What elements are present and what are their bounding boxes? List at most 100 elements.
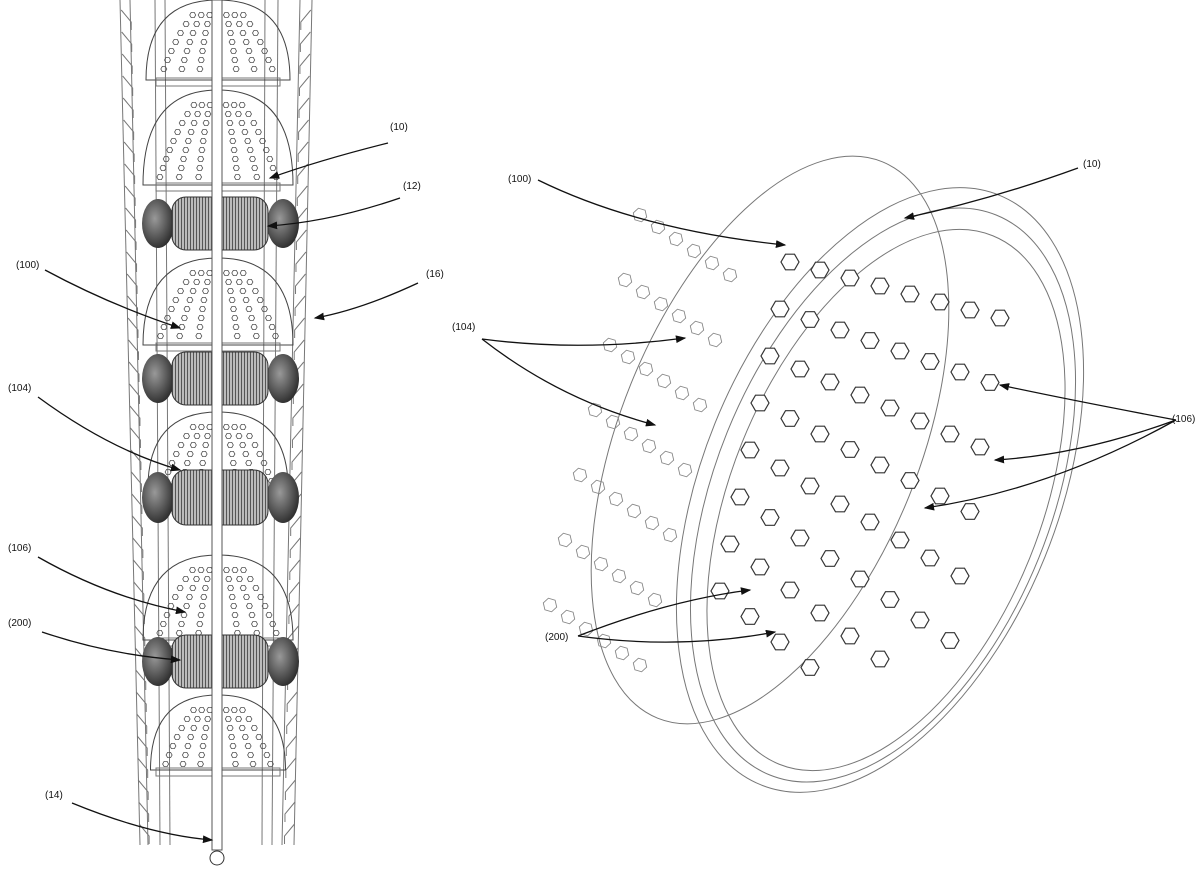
outer-hex-hole	[662, 527, 678, 543]
hex-hole	[182, 146, 190, 154]
hex-hole	[227, 287, 234, 295]
hex-hole	[180, 612, 188, 618]
inner-hex-hole	[800, 477, 820, 495]
hex-hole	[182, 20, 190, 28]
inner-hex-hole	[890, 531, 910, 549]
label-ref-10-right: (10)	[1083, 159, 1101, 170]
frame-slat	[125, 229, 137, 250]
frame-slat	[296, 185, 308, 206]
hex-hole	[176, 332, 184, 340]
frame-slat	[294, 317, 306, 338]
hex-hole	[265, 57, 272, 63]
hex-hole	[231, 11, 239, 19]
hex-hole	[232, 761, 239, 767]
outer-hex-hole	[656, 373, 672, 389]
hex-hole	[231, 155, 239, 163]
hex-hole	[178, 66, 186, 72]
frame-rail	[293, 0, 313, 846]
inner-hex-hole	[990, 309, 1010, 327]
frame-slat	[133, 581, 145, 602]
frame-slat	[122, 75, 134, 96]
capsule-end	[267, 199, 299, 248]
hex-hole	[250, 120, 258, 126]
frame-slat	[134, 625, 146, 646]
inner-hex-hole	[710, 582, 730, 600]
hex-hole	[232, 66, 240, 72]
inner-hex-hole	[790, 360, 810, 378]
outer-hex-hole	[629, 580, 645, 596]
inner-hex-hole	[880, 399, 900, 417]
hex-hole	[225, 20, 233, 28]
inner-hex-hole	[750, 394, 770, 412]
hex-hole	[199, 305, 206, 313]
hex-hole	[189, 29, 197, 36]
hex-hole	[244, 137, 252, 145]
frame-slat	[293, 339, 305, 360]
frame-slat	[285, 735, 297, 756]
hex-hole	[177, 164, 185, 172]
frame-slat	[128, 339, 139, 360]
hex-hole	[227, 29, 234, 36]
frame-slat	[299, 53, 311, 74]
hex-hole	[168, 305, 175, 313]
hex-hole	[228, 128, 235, 136]
hex-hole	[254, 128, 262, 136]
hex-hole	[189, 269, 197, 277]
outer-hex-hole	[560, 609, 576, 625]
hex-hole	[250, 323, 258, 331]
hex-hole	[225, 432, 232, 440]
hex-hole	[156, 630, 164, 636]
hex-hole	[242, 450, 250, 458]
hex-hole	[204, 716, 212, 722]
hex-hole	[190, 707, 197, 713]
frame-rail	[261, 0, 266, 846]
hex-hole	[245, 48, 253, 54]
hex-hole	[230, 146, 238, 154]
hex-hole	[197, 57, 205, 63]
inner-hex-hole	[810, 261, 830, 279]
outer-hex-hole	[605, 414, 621, 430]
inner-hex-hole	[840, 627, 860, 645]
hex-hole	[196, 621, 204, 627]
hex-hole	[264, 468, 272, 476]
hex-hole	[224, 716, 232, 722]
hex-hole	[222, 269, 230, 277]
inner-hex-hole	[940, 632, 960, 649]
hex-hole	[259, 743, 267, 749]
inner-hex-hole	[880, 591, 900, 608]
label-ref-14: (14)	[45, 790, 63, 801]
inner-hex-hole	[770, 300, 790, 318]
hex-hole	[196, 164, 204, 172]
inner-hex-hole	[870, 456, 890, 474]
frame-slat	[286, 691, 298, 712]
frame-rail	[271, 0, 279, 846]
hex-hole	[206, 269, 214, 277]
hex-hole	[197, 612, 205, 618]
frame-slat	[288, 603, 300, 624]
hex-hole	[228, 594, 236, 600]
inner-hex-hole	[760, 347, 780, 365]
hex-hole	[230, 305, 237, 313]
hex-hole	[230, 752, 238, 758]
inner-hex-hole	[970, 438, 990, 456]
hex-hole	[202, 287, 209, 295]
frame-slat	[130, 471, 142, 492]
right-leaders	[481, 167, 1177, 643]
hex-hole	[259, 137, 266, 145]
hex-hole	[178, 120, 186, 126]
hex-hole	[228, 296, 236, 304]
frame-slat	[135, 669, 147, 690]
hex-hole	[181, 752, 189, 758]
hex-hole	[245, 459, 253, 467]
frame-slat	[126, 251, 138, 272]
hex-hole	[193, 20, 201, 28]
hex-hole	[268, 66, 276, 72]
hex-hole	[198, 603, 206, 609]
central-rod	[211, 0, 223, 851]
hex-hole	[256, 39, 264, 45]
hex-hole	[175, 173, 183, 181]
outer-hex-hole	[578, 621, 594, 637]
inner-hex-hole	[780, 581, 800, 599]
hex-hole	[197, 423, 205, 431]
